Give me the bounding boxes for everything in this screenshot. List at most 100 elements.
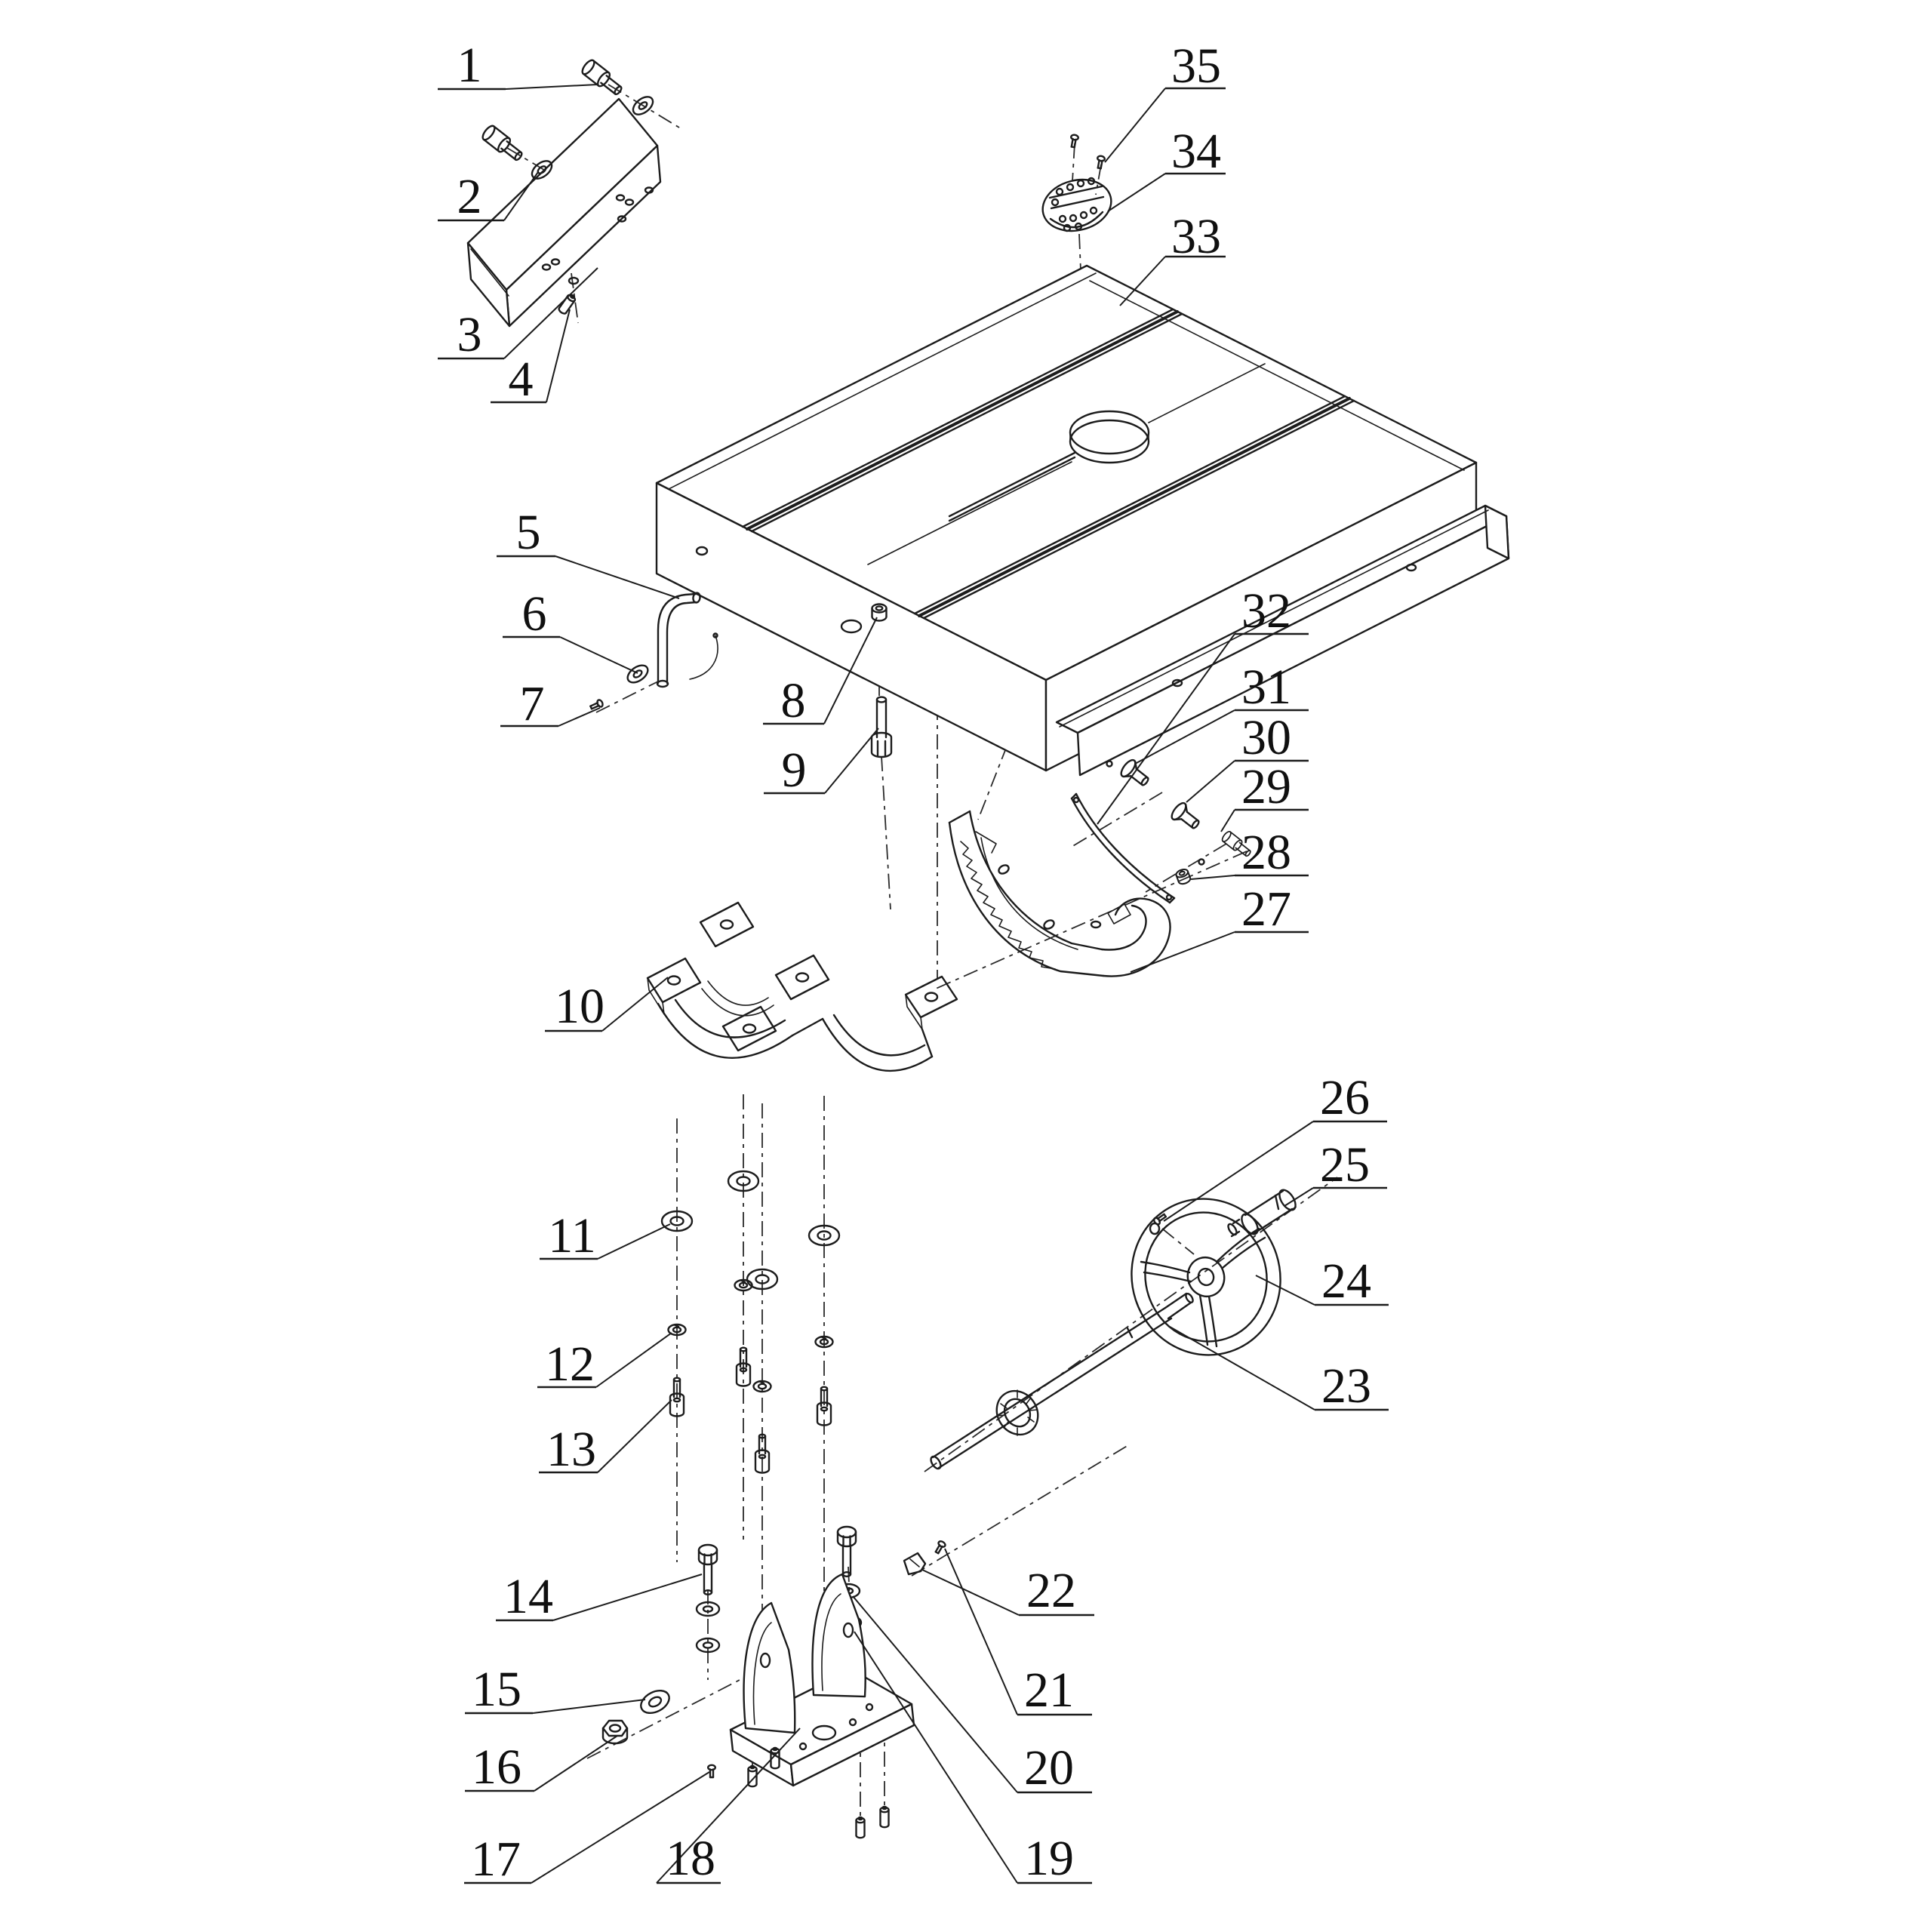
- label-leader-8: [823, 617, 878, 724]
- part-label-26: 26: [1163, 1070, 1387, 1222]
- part-number-27: 27: [1241, 881, 1291, 937]
- part-label-28: 28: [1190, 825, 1309, 880]
- part-23-shaft-gear: [930, 1292, 1194, 1470]
- part-number-23: 23: [1321, 1358, 1371, 1414]
- label-leader-22: [921, 1569, 1020, 1616]
- part-number-9: 9: [782, 743, 807, 798]
- part-label-16: 16: [465, 1735, 618, 1795]
- part-13-cap-screw: [669, 1346, 832, 1474]
- part-label-11: 11: [540, 1208, 671, 1263]
- part-label-1: 1: [438, 38, 598, 93]
- part-label-6: 6: [503, 586, 638, 674]
- part-number-8: 8: [781, 673, 806, 728]
- part-17-set-screw: [707, 1764, 716, 1779]
- part-25-handle-knob: [1227, 1189, 1297, 1238]
- part-number-28: 28: [1241, 825, 1291, 880]
- part-number-24: 24: [1321, 1254, 1371, 1309]
- table-insert-hole: [1069, 410, 1150, 464]
- label-leader-28: [1190, 875, 1235, 880]
- part-number-34: 34: [1171, 124, 1221, 179]
- part-label-17: 17: [464, 1771, 710, 1887]
- part-label-27: 27: [1130, 881, 1309, 973]
- part-label-33: 33: [1119, 209, 1226, 306]
- part-label-10: 10: [545, 977, 669, 1034]
- part-6-washer: [623, 660, 652, 688]
- part-9-bolt: [870, 696, 893, 758]
- shaft-gear-pinion: [995, 1389, 1039, 1436]
- part-28-nut: [1174, 858, 1205, 887]
- label-leader-16: [534, 1735, 618, 1792]
- part-4-pin: [556, 276, 580, 316]
- label-leader-6: [559, 636, 638, 674]
- part-label-25: 25: [1284, 1137, 1387, 1207]
- part-18-rear-trunnion-bracket: [729, 1573, 915, 1839]
- part-label-32: 32: [1097, 583, 1309, 825]
- label-leader-31: [1134, 709, 1235, 764]
- part-label-35: 35: [1104, 38, 1226, 163]
- label-leader-25: [1284, 1187, 1314, 1207]
- part-number-26: 26: [1320, 1070, 1370, 1125]
- label-leader-33: [1119, 256, 1166, 306]
- part-number-31: 31: [1241, 660, 1291, 715]
- part-number-22: 22: [1026, 1563, 1076, 1618]
- part-11-washer: [660, 1170, 841, 1291]
- label-leader-23: [1169, 1326, 1315, 1411]
- part-24-handwheel: [1131, 1198, 1281, 1356]
- part-label-21: 21: [944, 1548, 1092, 1718]
- part-32-curved-strip: [1070, 792, 1176, 904]
- part-number-3: 3: [457, 307, 482, 362]
- part-number-18: 18: [666, 1831, 715, 1886]
- label-leader-11: [597, 1223, 671, 1260]
- part-label-3: 3: [438, 267, 598, 362]
- part-number-29: 29: [1241, 759, 1291, 814]
- label-leader-10: [601, 977, 669, 1032]
- part-33-table-top: [655, 264, 1510, 777]
- label-leader-5: [555, 555, 680, 599]
- part-label-13: 13: [539, 1399, 672, 1477]
- part-label-4: 4: [491, 309, 571, 407]
- part-21-hex-bolt: [836, 1525, 947, 1578]
- part-number-13: 13: [546, 1422, 596, 1477]
- part-label-24: 24: [1255, 1254, 1389, 1309]
- label-leader-4: [546, 309, 571, 403]
- label-leader-14: [552, 1574, 703, 1621]
- part-number-33: 33: [1171, 209, 1221, 264]
- part-number-17: 17: [471, 1832, 521, 1887]
- label-leader-30: [1186, 760, 1235, 803]
- label-leader-21: [944, 1548, 1018, 1715]
- part-number-20: 20: [1024, 1740, 1074, 1795]
- part-label-22: 22: [921, 1563, 1094, 1618]
- label-leader-35: [1104, 88, 1166, 163]
- part-number-16: 16: [472, 1740, 521, 1795]
- part-number-35: 35: [1171, 38, 1221, 94]
- part-27-trunnion-gear-segment: [948, 810, 1171, 977]
- part-label-5: 5: [497, 505, 680, 599]
- part-label-14: 14: [496, 1569, 703, 1624]
- part-label-7: 7: [500, 676, 601, 731]
- part-label-31: 31: [1134, 660, 1309, 764]
- label-leader-3: [503, 267, 598, 359]
- part-number-6: 6: [522, 586, 547, 641]
- label-leader-34: [1107, 173, 1166, 212]
- part-label-9: 9: [764, 728, 879, 798]
- part-number-25: 25: [1320, 1137, 1370, 1192]
- label-leader-15: [532, 1699, 646, 1714]
- part-label-18: 18: [656, 1727, 801, 1886]
- part-label-15: 15: [465, 1662, 646, 1717]
- part-10-front-trunnion-bracket: [646, 901, 958, 1072]
- part-label-2: 2: [438, 169, 539, 224]
- part-16-hex-nut: [601, 1719, 629, 1745]
- label-leader-1: [505, 84, 598, 90]
- part-3-extension-wing: [466, 97, 662, 328]
- label-leader-7: [558, 707, 601, 727]
- label-leader-17: [531, 1771, 710, 1884]
- table-front-rail: [1055, 504, 1510, 777]
- part-label-19: 19: [854, 1631, 1092, 1886]
- part-number-30: 30: [1241, 710, 1291, 765]
- part-number-1: 1: [457, 38, 482, 93]
- part-number-7: 7: [520, 676, 545, 731]
- part-number-12: 12: [545, 1337, 595, 1392]
